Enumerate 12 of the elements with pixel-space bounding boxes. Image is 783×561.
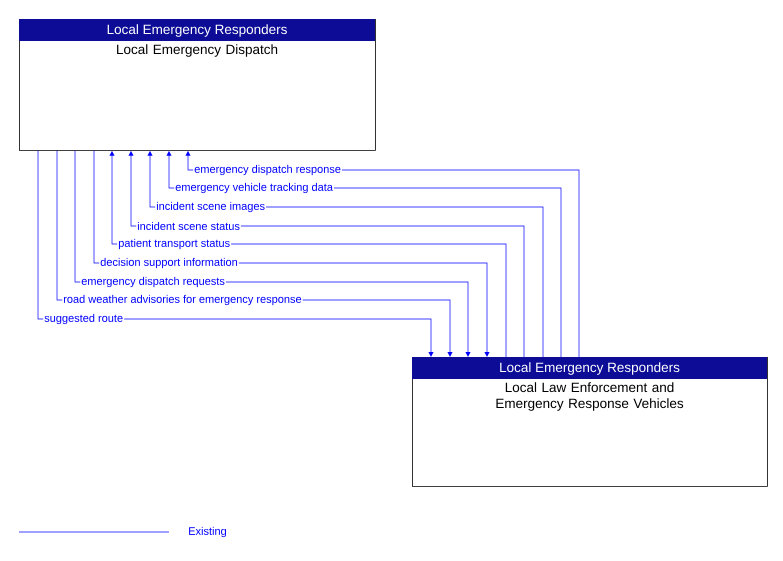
edge-label: emergency vehicle tracking data [174, 182, 334, 194]
edge-label: suggested route [43, 312, 124, 326]
system-box: Local Emergency Responders Local Emergency Dispatch [19, 19, 376, 151]
edge-label: emergency dispatch response [193, 164, 342, 176]
system-box: Local Emergency Responders Local Law Enforcement and Emergency Response Vehicles [412, 357, 768, 487]
edge-label: emergency dispatch requests [80, 276, 226, 288]
edge-label: patient transport status [117, 238, 232, 250]
edge-label: incident scene status [136, 220, 241, 232]
edge-label: incident scene images [155, 200, 266, 214]
legend-label: Existing [189, 526, 226, 538]
edge-label: decision support information [99, 256, 239, 270]
edge-label: road weather advisories for emergency response [62, 294, 303, 306]
